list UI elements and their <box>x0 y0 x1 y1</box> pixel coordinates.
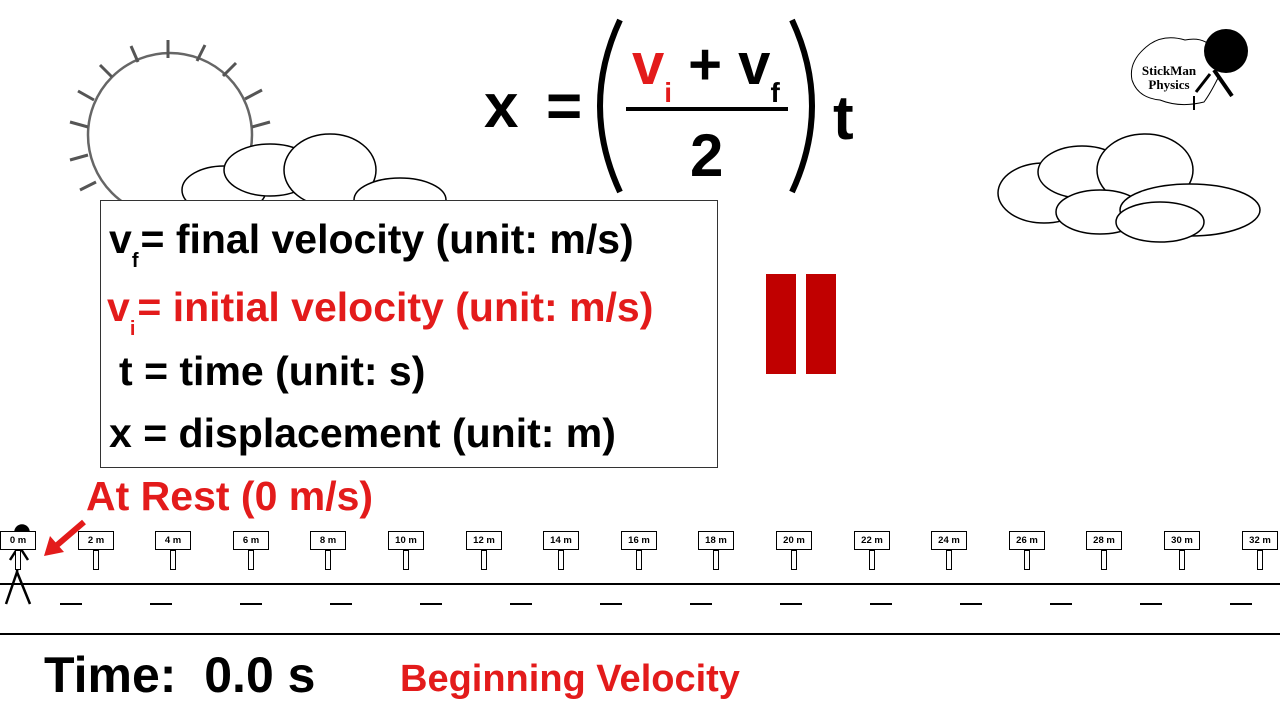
distance-sign: 20 m <box>776 531 812 550</box>
road-dash <box>1140 603 1162 605</box>
distance-sign: 16 m <box>621 531 657 550</box>
arrow-icon <box>44 519 86 556</box>
road-dash <box>150 603 172 605</box>
caption-label: Beginning Velocity <box>400 658 740 700</box>
sign-post <box>946 550 952 570</box>
distance-sign: 14 m <box>543 531 579 550</box>
legend-symbol: v <box>107 284 130 330</box>
road-dash <box>690 603 712 605</box>
sign-post <box>869 550 875 570</box>
timer-readout: Time: 0.0 s <box>44 650 315 700</box>
distance-sign: 0 m <box>0 531 36 550</box>
legend-row-initial-velocity: vi= initial velocity (unit: m/s) <box>107 284 654 340</box>
road-dash <box>1230 603 1252 605</box>
pause-bar-left <box>766 274 796 374</box>
road-dash <box>780 603 802 605</box>
sign-post <box>1179 550 1185 570</box>
distance-sign: 32 m <box>1242 531 1278 550</box>
sign-post <box>403 550 409 570</box>
sign-post <box>481 550 487 570</box>
sign-post <box>1257 550 1263 570</box>
legend-row-displacement: x = displacement (unit: m) <box>109 413 616 454</box>
formula-time: t <box>833 84 854 153</box>
legend-text: = final velocity (unit: m/s) <box>140 216 634 262</box>
road-dash <box>420 603 442 605</box>
road-dash <box>870 603 892 605</box>
legend-row-final-velocity: vf= final velocity (unit: m/s) <box>109 216 634 272</box>
distance-sign: 6 m <box>233 531 269 550</box>
formula-denominator: 2 <box>690 122 724 189</box>
legend-text: = time (unit: s) <box>144 348 426 394</box>
distance-sign: 30 m <box>1164 531 1200 550</box>
variable-legend: vf= final velocity (unit: m/s) vi= initi… <box>100 200 718 468</box>
road-dash <box>960 603 982 605</box>
formula-v-initial: v <box>632 32 665 97</box>
formula-v-final: v <box>738 32 771 97</box>
road-dash <box>1050 603 1072 605</box>
road-dash <box>240 603 262 605</box>
pause-bar-right <box>806 274 836 374</box>
sign-post <box>1024 550 1030 570</box>
road-dash <box>600 603 622 605</box>
legend-text: = displacement (unit: m) <box>143 410 616 456</box>
logo-line-2: Physics <box>1148 77 1190 92</box>
formula-displacement: x <box>484 72 519 141</box>
road-dash <box>330 603 352 605</box>
distance-sign: 10 m <box>388 531 424 550</box>
legend-symbol: v <box>109 216 132 262</box>
state-label: At Rest (0 m/s) <box>86 473 374 519</box>
logo-line-1: StickMan <box>1141 63 1197 78</box>
formula-initial-velocity: vi <box>632 32 672 107</box>
distance-sign: 26 m <box>1009 531 1045 550</box>
legend-row-time: t = time (unit: s) <box>119 351 425 392</box>
sign-post <box>791 550 797 570</box>
cloud-icon <box>997 133 1261 243</box>
legend-symbol: x <box>109 410 132 456</box>
distance-sign: 2 m <box>78 531 114 550</box>
sign-post <box>93 550 99 570</box>
road-dash <box>60 603 82 605</box>
sign-post <box>1101 550 1107 570</box>
formula-final-velocity: vf <box>738 32 780 107</box>
road-dash <box>510 603 532 605</box>
distance-sign: 18 m <box>698 531 734 550</box>
sign-post <box>558 550 564 570</box>
distance-sign: 12 m <box>466 531 502 550</box>
sign-post <box>15 550 21 570</box>
legend-sub: f <box>131 250 139 272</box>
timer-label: Time: <box>44 647 177 703</box>
legend-text: = initial velocity (unit: m/s) <box>137 284 654 330</box>
sign-post <box>713 550 719 570</box>
formula-equals: = <box>546 72 583 141</box>
sign-post <box>636 550 642 570</box>
legend-symbol: t <box>119 348 133 394</box>
distance-sign: 22 m <box>854 531 890 550</box>
logo-text: StickMan Physics <box>1128 64 1210 92</box>
distance-sign: 8 m <box>310 531 346 550</box>
formula-numerator: vi + vf <box>632 36 780 107</box>
distance-sign: 28 m <box>1086 531 1122 550</box>
formula-sub-i: i <box>664 77 673 108</box>
formula-sub-f: f <box>770 77 780 108</box>
timer-value: 0.0 s <box>204 647 316 703</box>
distance-sign: 4 m <box>155 531 191 550</box>
formula-plus: + <box>688 32 723 97</box>
sign-post <box>325 550 331 570</box>
distance-sign: 24 m <box>931 531 967 550</box>
legend-sub: i <box>129 318 136 340</box>
sign-post <box>248 550 254 570</box>
logo-icon <box>1130 29 1248 110</box>
sign-post <box>170 550 176 570</box>
